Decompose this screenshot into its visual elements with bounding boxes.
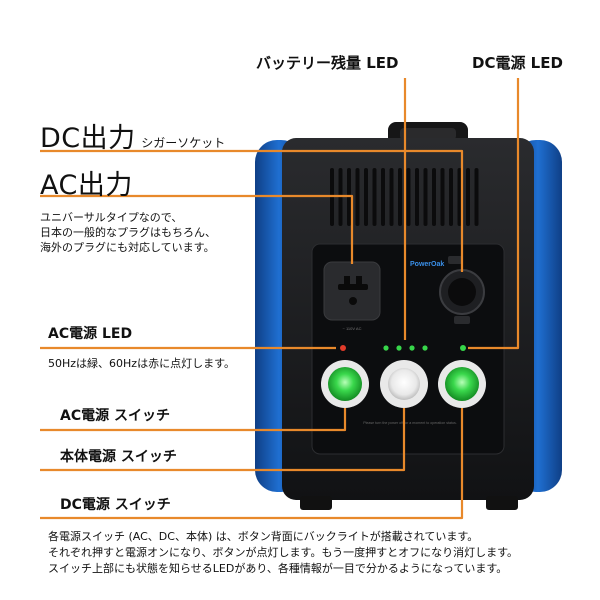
- socket-label: ~ 110V AC: [343, 326, 362, 331]
- vent-slot: [423, 168, 428, 226]
- vent-slot: [406, 168, 411, 226]
- vent-slot: [389, 168, 394, 226]
- ac-output-description: ユニバーサルタイプなので、 日本の一般的なプラグはもちろん、 海外のプラグにも対…: [40, 210, 216, 255]
- vent-slot: [398, 168, 402, 226]
- battery-led: [422, 345, 428, 351]
- ac-output-desc-line: ユニバーサルタイプなので、: [40, 211, 183, 224]
- battery-led: [409, 345, 415, 351]
- panel-note: Please turn the power off for a moment t…: [363, 421, 457, 425]
- vent-slot: [381, 168, 385, 226]
- dc-power-led: [460, 345, 466, 351]
- ac-output-title: AC出力: [40, 170, 133, 201]
- brand-logo: PowerOak: [410, 261, 444, 268]
- vent-slot: [440, 168, 445, 226]
- ac-power-led: [340, 345, 346, 351]
- ac-led-callout: AC電源 LED: [48, 326, 133, 342]
- vent-slot: [364, 168, 368, 226]
- ac-socket: [323, 261, 381, 321]
- dc-switch-callout: DC電源 スイッチ: [60, 497, 171, 513]
- callout-leader-lines: [40, 78, 520, 520]
- battery-led: [383, 345, 389, 351]
- battery-led: [396, 345, 402, 351]
- vent-slot: [415, 168, 419, 226]
- vent-grille: [330, 168, 479, 226]
- device-feet: [300, 496, 518, 510]
- dc-led-callout: DC電源 LED: [472, 54, 563, 72]
- ac-output-callout: AC出力: [40, 163, 133, 202]
- ac-power-switch[interactable]: [321, 360, 369, 408]
- vent-slot: [355, 168, 360, 226]
- ac-output-desc-line: 日本の一般的なプラグはもちろん、: [40, 226, 216, 239]
- ac-output-desc-line: 海外のプラグにも対応しています。: [40, 241, 215, 254]
- footer-line: それぞれ押すと電源オンになり、ボタンが点灯します。もう一度押すとオフになり消灯し…: [48, 546, 519, 559]
- vent-slot: [432, 168, 436, 226]
- battery-led-callout: バッテリー残量 LED: [256, 54, 399, 72]
- main-power-switch[interactable]: [380, 360, 428, 408]
- vent-slot: [372, 168, 377, 226]
- vent-slot: [449, 168, 453, 226]
- footer-line: スイッチ上部にも状態を知らせるLEDがあり、各種情報が一目で分かるようになってい…: [48, 562, 508, 575]
- footer-note: 各電源スイッチ (AC、DC、本体) は、ボタン背面にバックライトが搭載されてい…: [48, 529, 518, 577]
- vent-slot: [466, 168, 470, 226]
- battery-level-leds: [383, 345, 428, 351]
- dc-power-switch[interactable]: [438, 360, 486, 408]
- main-switch-callout: 本体電源 スイッチ: [60, 449, 177, 465]
- ac-led-note: 50Hzは緑、60Hzは赤に点灯します。: [48, 357, 235, 370]
- footer-line: 各電源スイッチ (AC、DC、本体) は、ボタン背面にバックライトが搭載されてい…: [48, 530, 479, 543]
- vent-slot: [457, 168, 462, 226]
- dc-output-callout: DC出力 シガーソケット: [40, 116, 225, 155]
- dc-cigarette-socket: [439, 256, 485, 324]
- ac-switch-callout: AC電源 スイッチ: [60, 408, 170, 424]
- dc-output-subtitle: シガーソケット: [141, 136, 226, 150]
- vent-slot: [474, 168, 479, 226]
- dc-output-title: DC出力: [40, 123, 136, 154]
